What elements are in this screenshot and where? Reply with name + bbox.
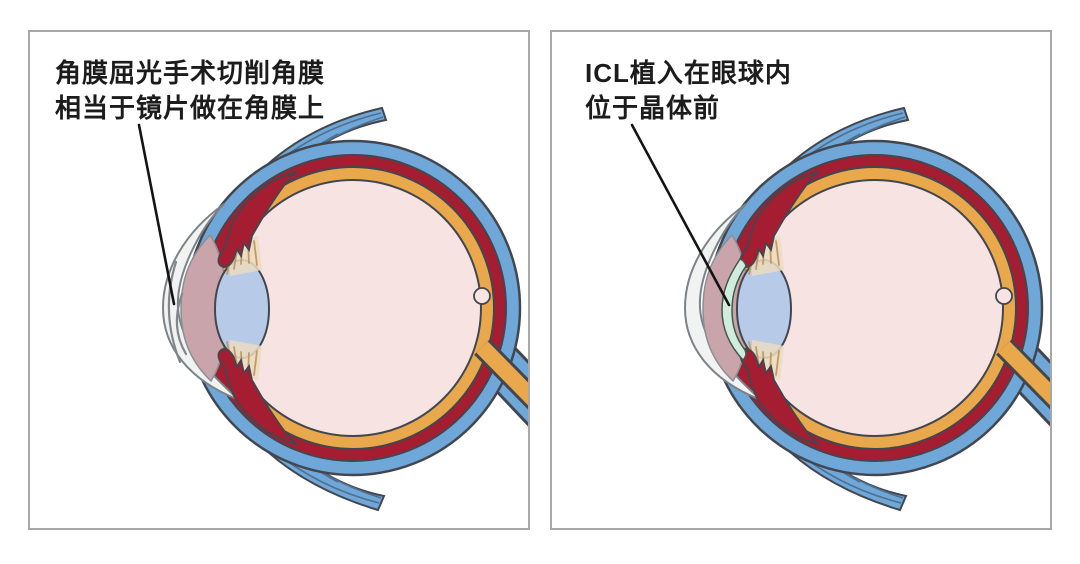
- annotation-leader-line: [630, 123, 731, 307]
- icl-lens-implant: [721, 258, 747, 362]
- eye-illustration: [685, 108, 1050, 510]
- eye-diagram-lasik: [137, 32, 528, 528]
- annotation-icl-label: ICL植入在眼球内 位于晶体前: [585, 58, 792, 123]
- panel-icl: ICL植入在眼球内 位于晶体前: [550, 30, 1052, 530]
- annotation-leader-line: [137, 123, 176, 306]
- panel-lasik: 角膜屈光手术切削角膜 相当于镜片做在角膜上: [28, 30, 530, 530]
- eye-diagram-icl: [630, 32, 1050, 528]
- eye-illustration: [163, 108, 528, 510]
- annotation-lasik-label: 角膜屈光手术切削角膜 相当于镜片做在角膜上: [55, 58, 326, 123]
- lasik-incision-lines: [167, 260, 188, 364]
